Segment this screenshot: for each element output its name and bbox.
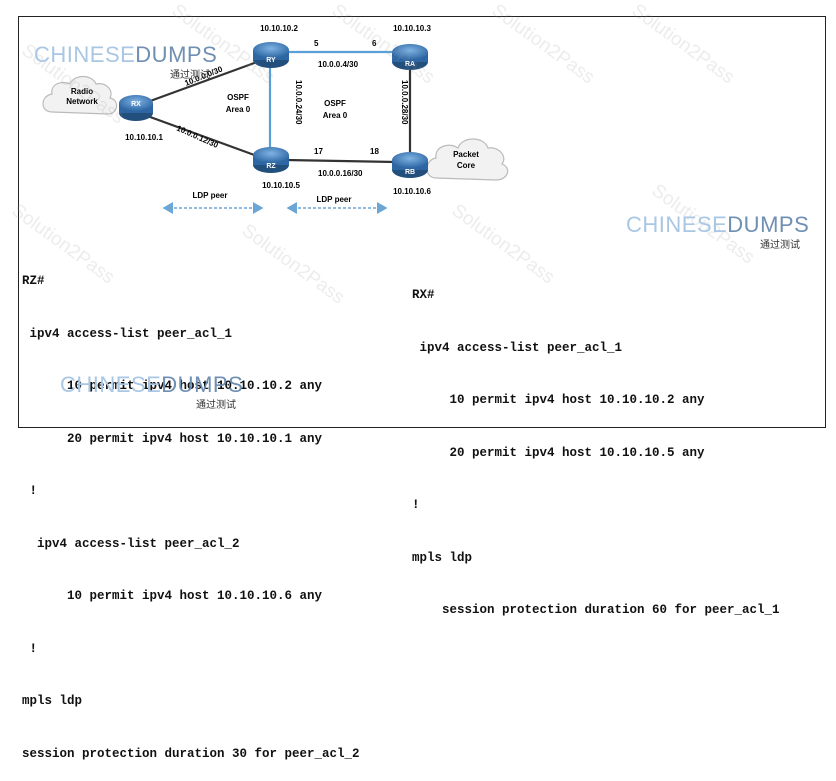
ospf-area-1-label-2: Area 0 — [226, 105, 251, 114]
rz-config-line: ipv4 access-list peer_acl_2 — [22, 536, 240, 551]
figure-frame — [18, 16, 826, 428]
port-ry-east: 5 — [314, 39, 319, 48]
packet-core-cloud: Packet Core — [426, 138, 509, 181]
radio-cloud-label-1: Radio — [71, 87, 93, 96]
ospf-area-2-label-1: OSPF — [324, 99, 346, 108]
rx-config-line: ipv4 access-list peer_acl_1 — [412, 340, 623, 355]
router-rb: RB 10.10.10.6 — [392, 152, 431, 196]
radio-cloud-label-2: Network — [66, 97, 98, 106]
router-rz: RZ 10.10.10.5 — [253, 147, 300, 190]
router-rz-name: RZ — [266, 163, 276, 170]
router-ra-name: RA — [405, 61, 415, 68]
router-rx: RX 10.10.10.1 — [119, 95, 163, 142]
rz-config-line: 20 permit ipv4 host 10.10.10.1 any — [22, 431, 323, 446]
packet-cloud-label-1: Packet — [453, 150, 479, 159]
rx-config-line: 10 permit ipv4 host 10.10.10.2 any — [412, 393, 705, 407]
rz-config-line: ! — [22, 641, 38, 656]
rx-config-title: RX# — [412, 288, 435, 302]
radio-network-cloud: Radio Network — [42, 75, 118, 115]
link-label-ry-ra: 10.0.0.4/30 — [318, 60, 359, 69]
router-ra-ip: 10.10.10.3 — [393, 24, 431, 33]
link-label-ry-rz: 10.0.0.24/30 — [294, 80, 303, 125]
rz-config-line: session protection duration 30 for peer_… — [22, 746, 360, 761]
network-topology: Radio Network Packet Core 10.0.0.0/30 10… — [42, 24, 509, 214]
ospf-area-2-label-2: Area 0 — [323, 111, 348, 120]
router-rx-name: RX — [131, 101, 141, 108]
rx-config-block: RX# ipv4 access-list peer_acl_1 10 permi… — [412, 252, 780, 637]
link-rz-rb — [285, 158, 397, 164]
port-ra-west: 6 — [372, 39, 377, 48]
port-rz-east: 17 — [314, 147, 323, 156]
rz-config-title: RZ# — [22, 274, 45, 288]
ldp-peer-label-1: LDP peer — [193, 191, 228, 200]
rz-config-block: RZ# ipv4 access-list peer_acl_1 10 permi… — [22, 238, 360, 781]
ospf-area-1-label-1: OSPF — [227, 93, 249, 102]
router-ra: RA 10.10.10.3 — [392, 24, 431, 70]
rz-config-line: 10 permit ipv4 host 10.10.10.6 any — [22, 589, 323, 603]
link-label-rz-rb: 10.0.0.16/30 — [318, 169, 363, 178]
link-rx-rz — [141, 112, 269, 162]
rz-config-line: ! — [22, 484, 38, 498]
router-ry: RY 10.10.10.2 — [253, 24, 298, 68]
port-rb-west: 18 — [370, 147, 379, 156]
router-ry-ip: 10.10.10.2 — [260, 24, 298, 33]
router-rb-name: RB — [405, 169, 415, 176]
router-ry-name: RY — [266, 57, 276, 64]
link-label-rx-rz: 10.0.0.12/30 — [175, 124, 220, 151]
link-rx-ry — [141, 56, 269, 106]
link-label-ra-rb: 10.0.0.28/30 — [400, 80, 409, 125]
rx-config-line: session protection duration 60 for peer_… — [412, 603, 780, 617]
rx-config-line: ! — [412, 498, 420, 512]
router-rz-ip: 10.10.10.5 — [262, 181, 300, 190]
rx-config-line: mpls ldp — [412, 550, 473, 565]
rz-config-line: 10 permit ipv4 host 10.10.10.2 any — [22, 379, 323, 393]
rz-config-line: mpls ldp — [22, 694, 83, 708]
router-rb-ip: 10.10.10.6 — [393, 187, 431, 196]
packet-cloud-label-2: Core — [457, 161, 476, 170]
ldp-peer-label-2: LDP peer — [317, 195, 352, 204]
rz-config-line: ipv4 access-list peer_acl_1 — [22, 326, 233, 341]
rx-config-line: 20 permit ipv4 host 10.10.10.5 any — [412, 445, 705, 460]
router-rx-ip: 10.10.10.1 — [125, 133, 163, 142]
